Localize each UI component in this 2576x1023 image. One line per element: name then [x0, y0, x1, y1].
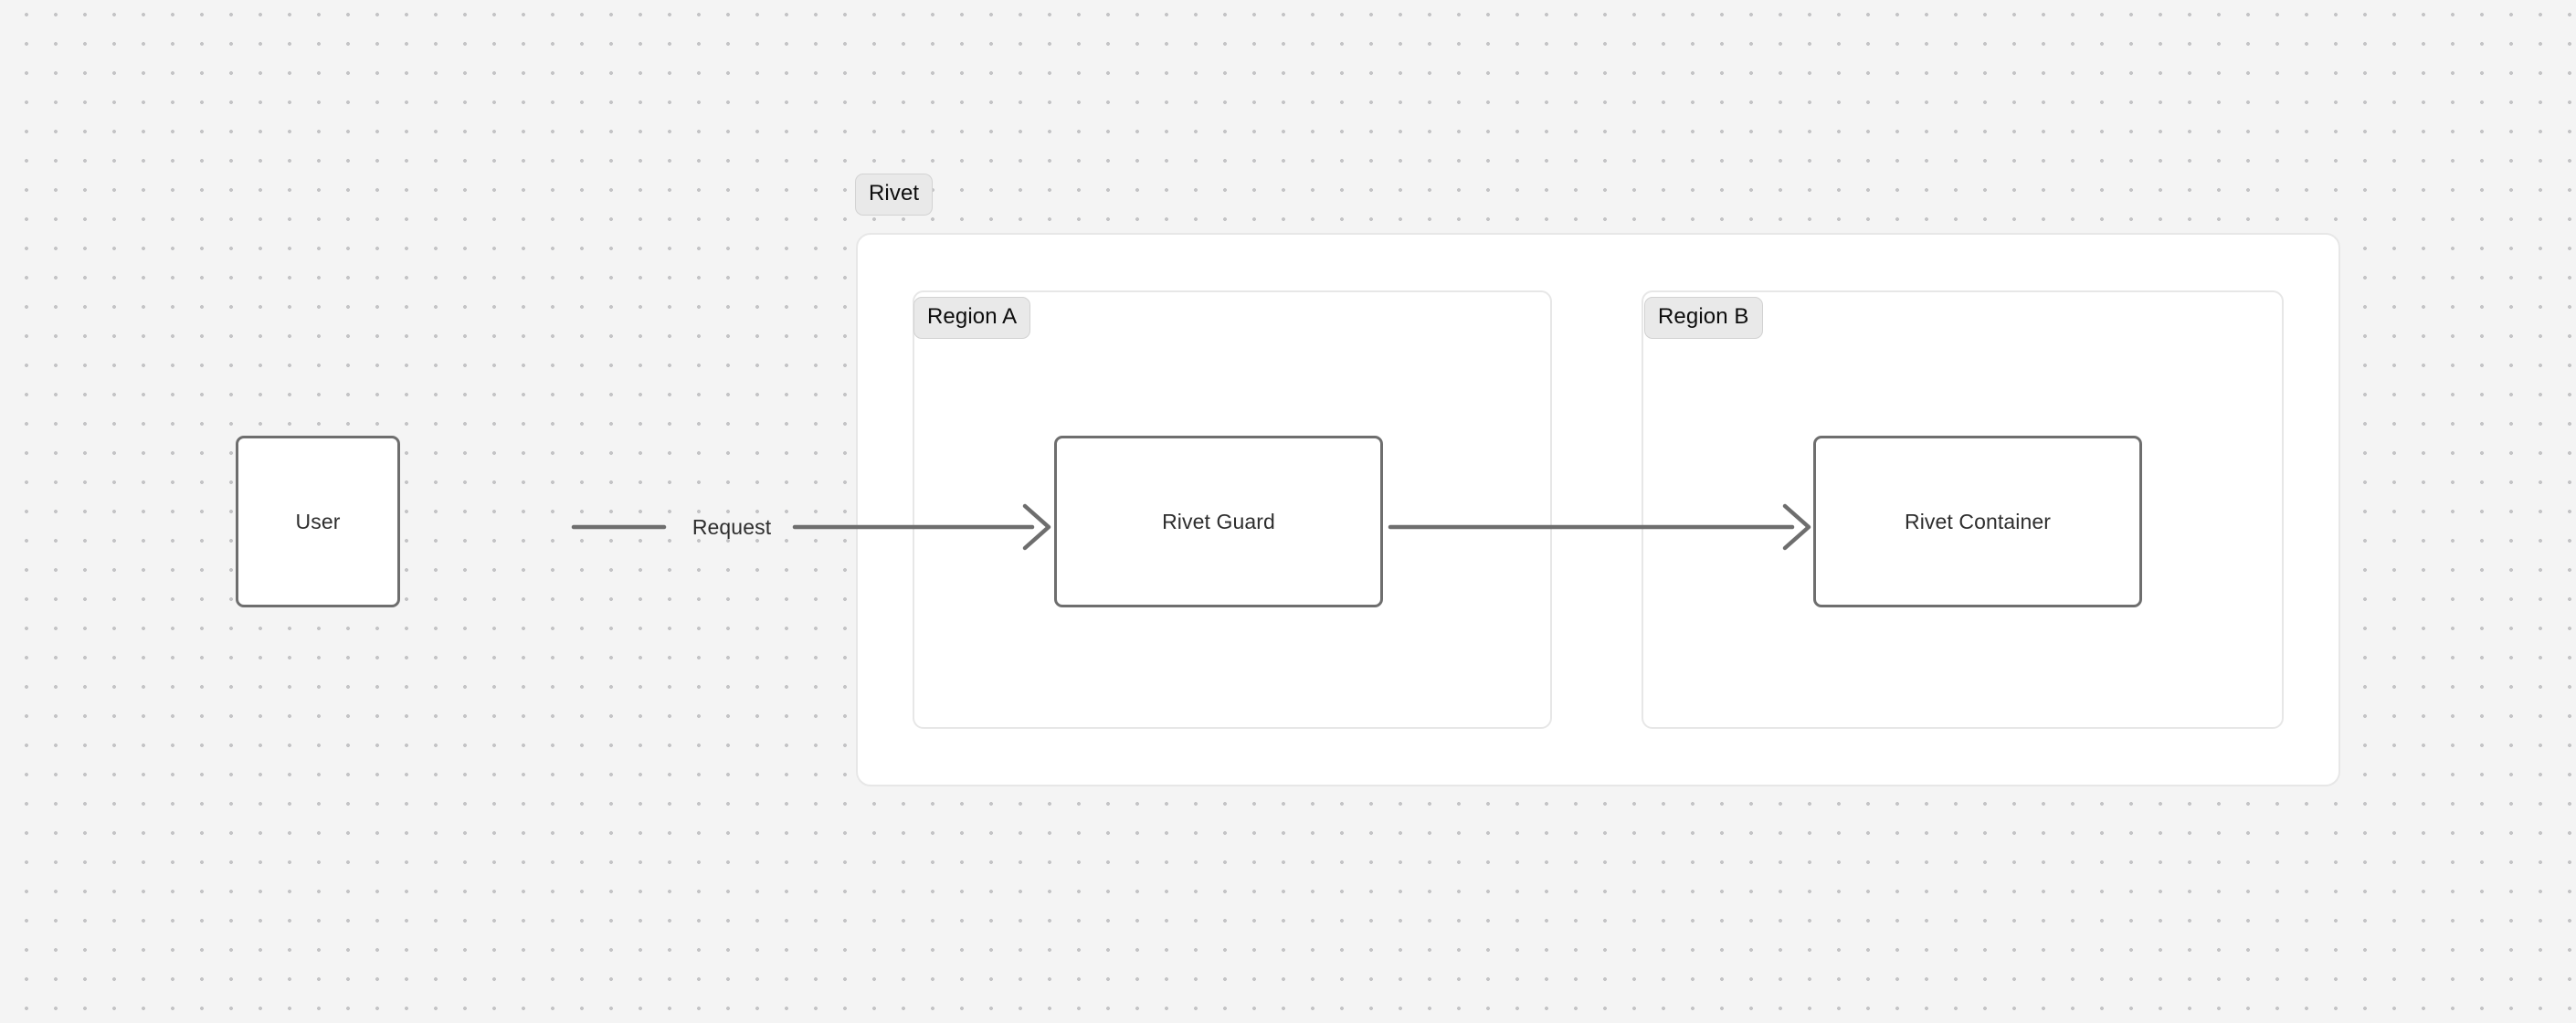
node-rivet-guard-label: Rivet Guard: [1162, 509, 1275, 533]
cluster-label-region-a[interactable]: Region A: [913, 297, 1031, 339]
cluster-label-region-b-text: Region B: [1658, 304, 1749, 329]
node-rivet-container-label: Rivet Container: [1904, 509, 2052, 533]
cluster-label-region-b[interactable]: Region B: [1644, 297, 1763, 339]
cluster-label-rivet-text: Rivet: [869, 181, 920, 206]
edge-label-request-text: Request: [692, 514, 772, 539]
node-rivet-container[interactable]: Rivet Container: [1813, 436, 2142, 607]
node-rivet-guard[interactable]: Rivet Guard: [1054, 436, 1383, 607]
node-user[interactable]: User: [236, 436, 400, 607]
edge-label-request: Request: [670, 512, 794, 543]
cluster-label-rivet[interactable]: Rivet: [855, 174, 934, 216]
cluster-label-region-a-text: Region A: [927, 304, 1018, 329]
node-user-label: User: [295, 509, 341, 533]
